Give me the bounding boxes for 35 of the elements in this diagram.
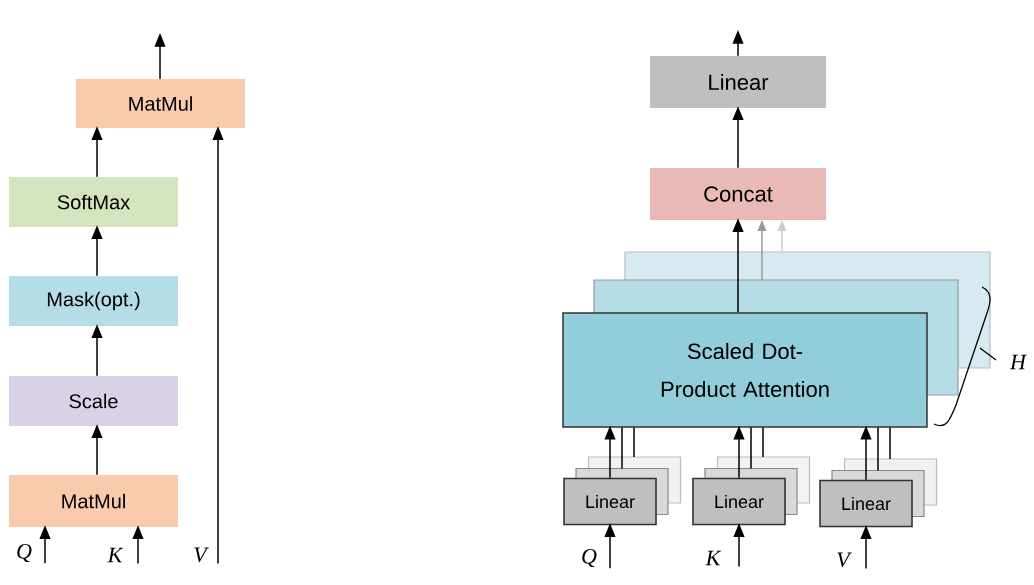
- arrow: [132, 526, 144, 565]
- arrow: [860, 526, 872, 570]
- input-label: Q: [582, 548, 597, 568]
- arrow: [91, 425, 103, 476]
- process-box: MatMul: [9, 475, 178, 527]
- arrow: [604, 427, 616, 479]
- input-label: K: [705, 550, 722, 566]
- input-label: V: [194, 547, 209, 563]
- arrow: [39, 526, 51, 564]
- input-label: V: [837, 552, 852, 568]
- concat-box: Concat: [650, 168, 826, 220]
- arrow: [91, 226, 103, 277]
- arrow: [732, 107, 744, 169]
- process-box: Scale: [9, 376, 178, 426]
- process-box: Mask(opt.): [9, 276, 178, 326]
- arrow: [212, 127, 224, 565]
- linear-box: Linear: [819, 479, 913, 528]
- process-box: SoftMax: [9, 177, 178, 227]
- input-label: K: [107, 547, 124, 563]
- arrow: [860, 427, 872, 481]
- linear-box: Linear: [650, 56, 826, 108]
- linear-box: Linear: [692, 477, 786, 526]
- linear-box: Linear: [563, 477, 657, 526]
- process-box: MatMul: [76, 79, 245, 128]
- arrow: [91, 127, 103, 178]
- head-count-label: H: [1009, 354, 1027, 370]
- arrow: [732, 219, 744, 313]
- attention-box: Scaled Dot-Product Attention: [562, 312, 928, 428]
- arrow: [604, 524, 616, 569]
- arrow: [154, 34, 166, 80]
- arrow: [733, 427, 745, 479]
- arrow: [733, 524, 745, 568]
- input-label: Q: [17, 543, 32, 563]
- arrow: [91, 325, 103, 377]
- arrow: [732, 31, 744, 57]
